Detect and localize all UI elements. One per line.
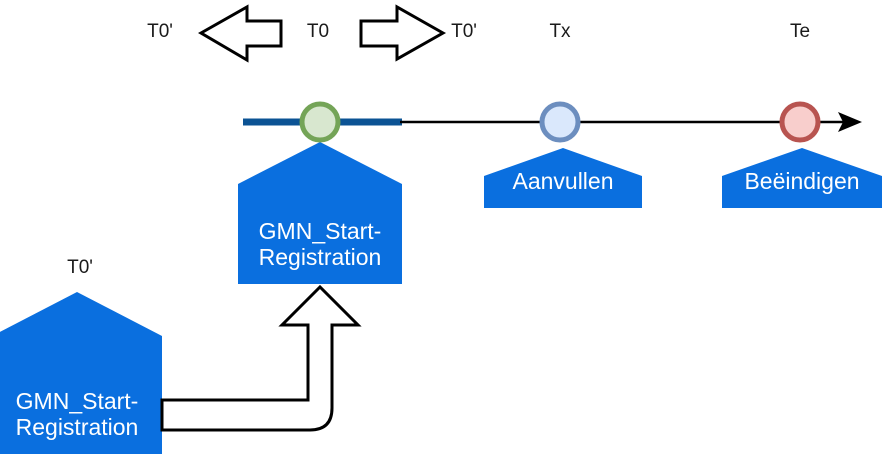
node-circle-tx[interactable]	[539, 101, 581, 143]
tick-label-tx: Tx	[549, 21, 571, 42]
banner-shape-beeindigen[interactable]	[722, 148, 882, 208]
tick-label-t0: T0	[306, 21, 330, 42]
tick-label-te: Te	[789, 21, 811, 42]
node-circle-t0[interactable]	[299, 101, 341, 143]
connector-elbow-arrow	[160, 284, 362, 432]
timeline-arrowhead-icon	[838, 112, 862, 132]
node-circle-te[interactable]	[779, 101, 821, 143]
banner-shape-aanvullen[interactable]	[484, 148, 642, 208]
right-block-arrow	[359, 4, 447, 62]
left-block-arrow	[197, 4, 283, 63]
tick-label-t0-prime-bottom: T0'	[67, 257, 93, 278]
banner-shape-gmn-start-registration-t0[interactable]	[238, 142, 402, 284]
tick-label-t0-prime-left: T0'	[147, 21, 173, 42]
banner-shape-gmn-start-registration-t0-prime[interactable]	[0, 292, 162, 454]
tick-label-t0-prime-right: T0'	[451, 21, 477, 42]
